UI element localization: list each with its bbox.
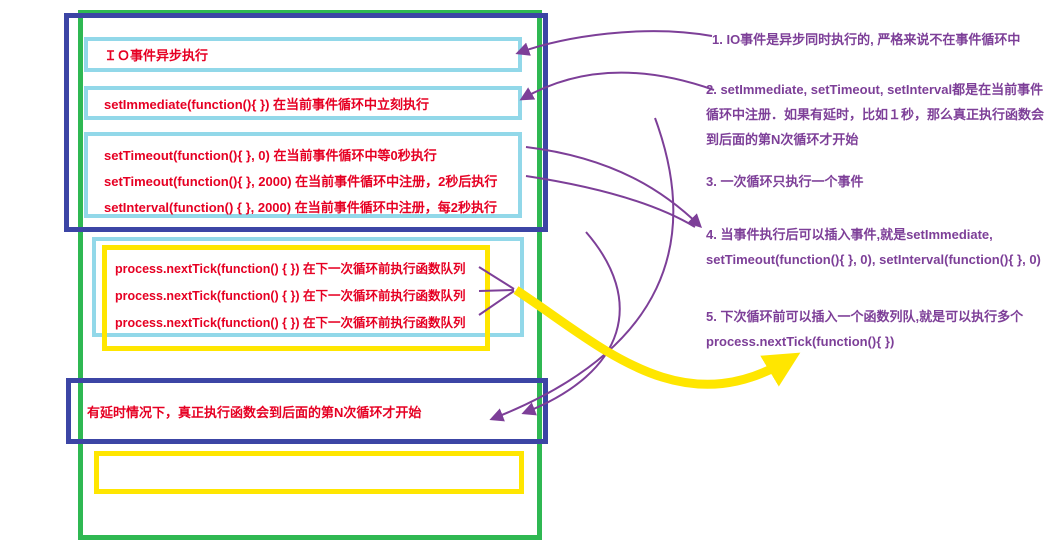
delay-note-label: 有延时情况下，真正执行函数会到后面的第N次循环才开始 (87, 404, 422, 420)
arrow-timers-to-note4-b (525, 175, 696, 228)
note-1: 1. IO事件是异步同时执行的, 严格来说不在事件循环中 (712, 32, 1021, 47)
timers-box: setTimeout(function(){ }, 0) 在当前事件循环中等0秒… (84, 132, 522, 218)
set-interval-2000-label: setInterval(function() { }, 2000) 在当前事件循… (104, 200, 497, 215)
note-5: 5. 下次循环前可以插入一个函数列队,就是可以执行多个 process.next… (706, 309, 1024, 349)
set-timeout-0-label: setTimeout(function(){ }, 0) 在当前事件循环中等0秒… (104, 148, 437, 163)
next-tick-label-1: process.nextTick(function() { }) 在下一次循环前… (115, 262, 466, 276)
arrow-timers-to-note4-a (525, 146, 703, 228)
note-4: 4. 当事件执行后可以插入事件,就是setImmediate, setTimeo… (706, 227, 1041, 267)
set-immediate-label: setImmediate(function(){ }) 在当前事件循环中立刻执行 (104, 96, 430, 112)
set-timeout-2000-label: setTimeout(function(){ }, 2000) 在当前事件循环中… (104, 174, 498, 189)
delay-note-box: 有延时情况下，真正执行函数会到后面的第N次循环才开始 (66, 378, 548, 444)
next-tick-queue-box: process.nextTick(function() { }) 在下一次循环前… (102, 245, 490, 351)
note-3: 3. 一次循环只执行一个事件 (706, 174, 864, 189)
note-2: 2. setImmediate, setTimeout, setInterval… (706, 82, 1045, 147)
io-event-label: ＩＯ事件异步执行 (104, 48, 209, 63)
empty-queue-box (94, 451, 524, 494)
next-tick-label-3: process.nextTick(function() { }) 在下一次循环前… (115, 316, 466, 330)
next-tick-label-2: process.nextTick(function() { }) 在下一次循环前… (115, 289, 466, 303)
set-immediate-box: setImmediate(function(){ }) 在当前事件循环中立刻执行 (84, 86, 522, 120)
io-event-box: ＩＯ事件异步执行 (84, 37, 522, 72)
arrow-note2-to-set-immediate-box (519, 71, 715, 101)
